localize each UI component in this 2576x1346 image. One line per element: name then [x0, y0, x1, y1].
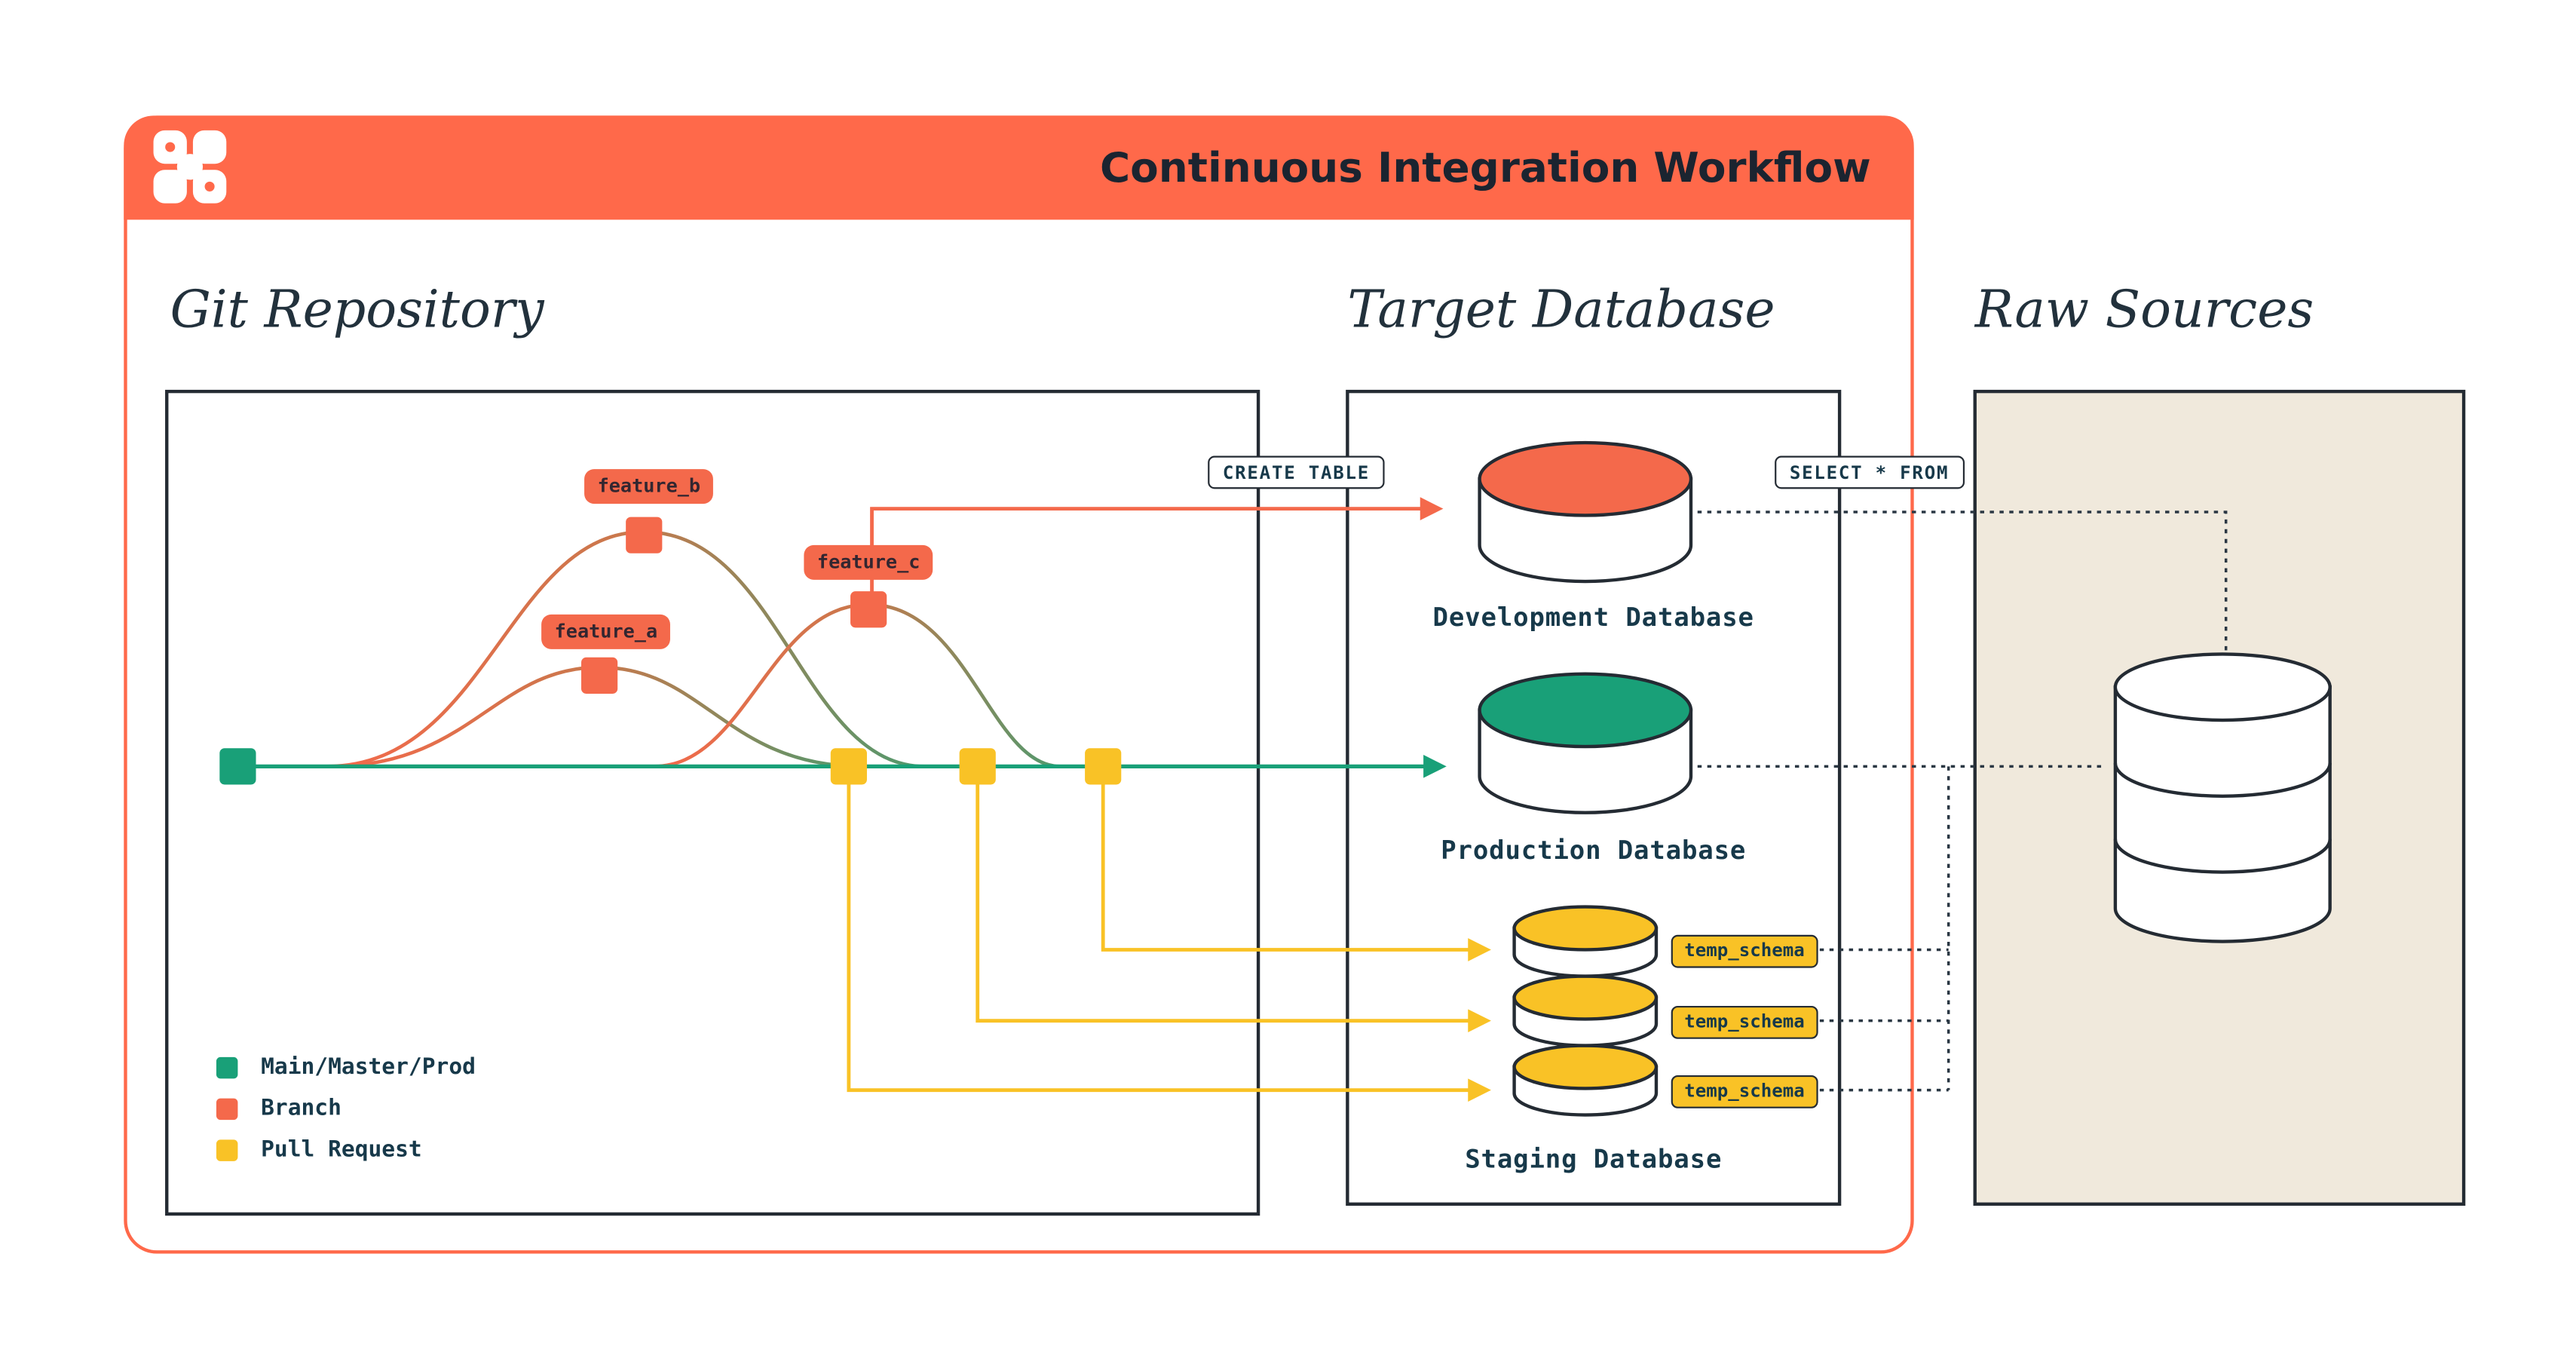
branch-curve-feature-c [654, 602, 1061, 768]
dbt-logo-glyph [153, 130, 227, 204]
dotted-dev-to-raw [1697, 510, 2228, 653]
pull-request-connectors [847, 779, 1491, 1102]
branch-label-feature-c: feature_c [804, 544, 933, 580]
commit-squares [219, 517, 1122, 785]
pull-request-square-3 [1085, 748, 1122, 785]
branch-curves [326, 530, 1061, 768]
legend-item-pull-request: Pull Request [216, 1139, 476, 1161]
branch-to-dev-connector [870, 497, 1444, 595]
main-commit-square [219, 748, 256, 785]
legend-item-main: Main/Master/Prod [216, 1053, 476, 1081]
raw-source-connectors [1697, 510, 2228, 1092]
create-table-arrowhead [1420, 497, 1444, 520]
legend-label-pull-request: Pull Request [261, 1136, 422, 1164]
pr-line-1 [847, 779, 1472, 1093]
legend-label-main: Main/Master/Prod [261, 1053, 476, 1081]
pr-line-3 [1101, 779, 1472, 952]
temp-schema-badge-bottom: temp_schema [1671, 1075, 1818, 1108]
branch-label-feature-a: feature_a [541, 614, 671, 649]
legend-swatch-pull-request [216, 1139, 238, 1161]
target-database-panel [1346, 389, 1842, 1206]
pull-request-square-1 [830, 748, 867, 785]
feature-b-commit-square [626, 517, 663, 553]
raw-sources-cylinder [2113, 652, 2332, 943]
create-table-line [870, 507, 1424, 595]
pr-arrowhead-2 [1468, 1009, 1491, 1032]
git-repository-panel [165, 389, 1260, 1216]
production-database-label: Production Database [1441, 836, 1747, 866]
page-title: Continuous Integration Workflow [1099, 143, 1871, 192]
pull-request-square-2 [959, 748, 996, 785]
workflow-header-bar [124, 115, 1914, 220]
staging-database-label: Staging Database [1465, 1144, 1723, 1175]
legend: Main/Master/Prod Branch Pull Request [216, 1053, 476, 1181]
git-repository-heading: Git Repository [170, 281, 544, 341]
production-database-cylinder [1478, 672, 1693, 814]
legend-label-branch: Branch [261, 1095, 342, 1122]
legend-swatch-branch [216, 1098, 238, 1121]
pr-arrowhead-3 [1468, 938, 1491, 961]
pr-line-2 [976, 779, 1472, 1023]
raw-sources-heading: Raw Sources [1974, 281, 2314, 341]
legend-item-branch: Branch [216, 1095, 476, 1122]
temp-schema-badge-middle: temp_schema [1671, 1005, 1818, 1038]
development-database-cylinder [1478, 440, 1693, 584]
branch-label-feature-b: feature_b [584, 469, 714, 504]
feature-c-commit-square [850, 591, 887, 628]
staging-database-cylinders [1512, 905, 1659, 1117]
select-from-badge: SELECT * FROM [1775, 455, 1964, 489]
main-line-arrowhead [1423, 755, 1447, 778]
dbt-logo-icon [152, 129, 228, 205]
development-database-label: Development Database [1432, 602, 1754, 633]
create-table-badge: CREATE TABLE [1208, 455, 1385, 489]
target-database-heading: Target Database [1347, 281, 1775, 341]
feature-a-commit-square [581, 657, 618, 694]
legend-swatch-main [216, 1056, 238, 1079]
temp-schema-badge-top: temp_schema [1671, 934, 1818, 967]
pr-arrowhead-1 [1468, 1078, 1491, 1102]
